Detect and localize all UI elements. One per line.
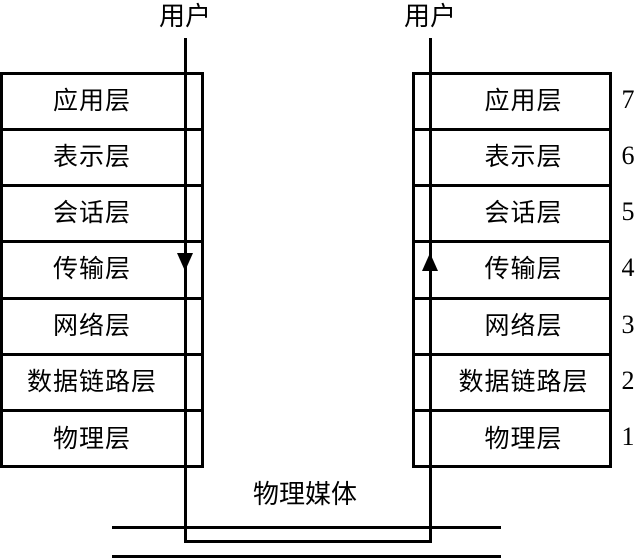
- layer-row: 表示层: [415, 131, 609, 188]
- layer-row: 应用层: [3, 75, 201, 132]
- layer-number: 1: [621, 421, 635, 451]
- layer-label: 传输层: [484, 256, 563, 284]
- layer-number: 7: [621, 85, 635, 115]
- layer-number: 3: [621, 309, 635, 339]
- layer-row: 数据链路层: [415, 356, 609, 412]
- layer-row: 网络层: [415, 300, 609, 356]
- physical-medium-line-bottom: [112, 555, 501, 558]
- layer-label: 物理层: [484, 426, 563, 454]
- physical-medium-label: 物理媒体: [252, 480, 357, 509]
- layer-number: 5: [621, 197, 635, 227]
- layer-stack-right: 应用层 表示层 会话层 传输层 网络层 数据链路层 物理层: [412, 72, 612, 468]
- arrow-up-icon: [422, 253, 438, 271]
- layer-number: 6: [621, 141, 635, 171]
- physical-medium-connector-line: [184, 540, 432, 543]
- layer-number-column: 7 6 5 4 3 2 1: [614, 72, 642, 468]
- layer-label: 表示层: [52, 144, 131, 172]
- layer-row: 会话层: [415, 187, 609, 244]
- layer-row: 物理层: [415, 412, 609, 468]
- layer-row: 应用层: [415, 75, 609, 132]
- layer-label: 会话层: [484, 200, 563, 228]
- layer-label: 应用层: [52, 88, 131, 116]
- layer-row: 会话层: [3, 187, 201, 244]
- layer-row: 表示层: [3, 131, 201, 188]
- layer-row: 传输层: [3, 243, 201, 300]
- data-flow-line-right: [429, 38, 432, 543]
- layer-row: 网络层: [3, 300, 201, 356]
- layer-row: 数据链路层: [3, 356, 201, 412]
- layer-number: 2: [621, 365, 635, 395]
- arrow-down-icon: [177, 253, 193, 271]
- layer-label: 网络层: [484, 312, 563, 340]
- physical-medium-line-top: [112, 526, 501, 529]
- layer-label: 网络层: [52, 312, 131, 340]
- layer-label: 传输层: [52, 256, 131, 284]
- layer-label: 数据链路层: [26, 368, 157, 396]
- layer-stack-left: 应用层 表示层 会话层 传输层 网络层 数据链路层 物理层: [0, 72, 204, 468]
- data-flow-line-left: [184, 38, 187, 543]
- user-label-left: 用户: [158, 2, 211, 31]
- layer-row: 传输层: [415, 243, 609, 300]
- user-label-right: 用户: [403, 2, 456, 31]
- layer-label: 物理层: [52, 426, 131, 454]
- layer-label: 表示层: [484, 144, 563, 172]
- layer-label: 应用层: [484, 88, 563, 116]
- layer-label: 会话层: [52, 200, 131, 228]
- layer-number: 4: [621, 253, 635, 283]
- layer-row: 物理层: [3, 412, 201, 468]
- layer-label: 数据链路层: [458, 368, 589, 396]
